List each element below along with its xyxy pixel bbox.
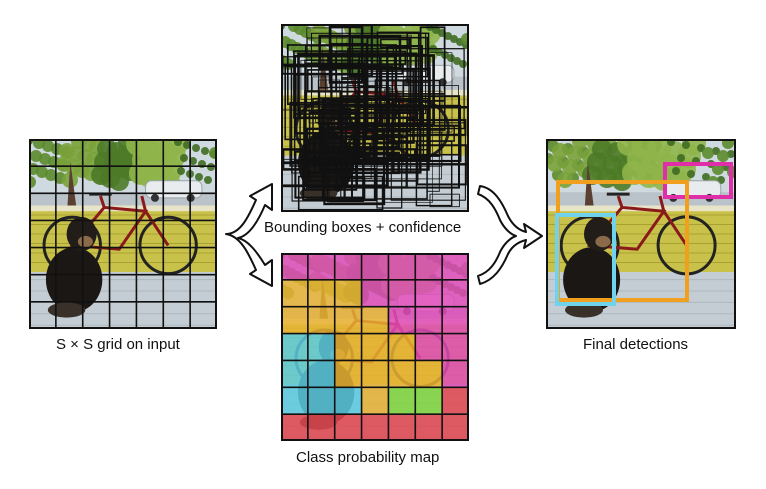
class-cell-red: [307, 414, 335, 441]
class-cell-magenta: [442, 306, 469, 334]
caption-grid-input: S × S grid on input: [56, 336, 180, 353]
bounding-box-overlay: [281, 24, 469, 211]
bounding-box: [306, 69, 337, 93]
class-cell-red: [388, 414, 416, 441]
input-image-panel: [29, 139, 217, 329]
bounding-box: [329, 65, 383, 88]
bounding-box: [289, 101, 335, 167]
class-cell-magenta: [415, 279, 443, 307]
class-cell-magenta: [307, 253, 335, 280]
class-cell-cyan: [307, 387, 335, 415]
bounding-boxes-image: [281, 24, 469, 212]
class-cell-red: [442, 414, 469, 441]
class-cell-magenta: [388, 253, 416, 280]
class-cell-orange: [307, 279, 335, 307]
detection-box-dog: [555, 213, 616, 306]
caption-class-map: Class probability map: [296, 449, 440, 466]
class-cell-orange: [415, 360, 443, 388]
class-cell-orange: [361, 360, 389, 388]
bounding-boxes-panel: [281, 24, 469, 212]
bounding-box: [339, 90, 443, 167]
class-cell-orange: [388, 333, 416, 361]
bounding-box: [386, 45, 423, 126]
class-cell-cyan: [281, 333, 308, 361]
class-cell-cyan: [334, 387, 362, 415]
class-cell-cyan: [281, 387, 308, 415]
class-cell-cyan: [307, 360, 335, 388]
class-cell-magenta: [415, 253, 443, 280]
bounding-box: [308, 111, 419, 182]
bounding-box: [290, 65, 389, 165]
class-cell-cyan: [281, 360, 308, 388]
bounding-box: [321, 167, 378, 202]
class-cell-magenta: [334, 253, 362, 280]
bounding-box: [308, 103, 387, 124]
scene: [29, 139, 217, 329]
class-cell-magenta: [442, 279, 469, 307]
bounding-box: [406, 32, 430, 83]
class-cell-orange: [361, 333, 389, 361]
bounding-box: [380, 38, 410, 49]
class-cell-orange: [388, 360, 416, 388]
class-cell-magenta: [442, 360, 469, 388]
class-cell-red: [361, 414, 389, 441]
class-cell-cyan: [307, 333, 335, 361]
class-cell-green: [388, 387, 416, 415]
bounding-box: [419, 26, 446, 102]
class-cell-orange: [361, 306, 389, 334]
caption-bounding-boxes: Bounding boxes + confidence: [264, 219, 462, 236]
bounding-box: [281, 148, 305, 171]
class-cell-orange: [281, 279, 308, 307]
bounding-box: [349, 148, 417, 161]
final-detections-panel: [546, 139, 736, 329]
class-cell-magenta: [361, 253, 389, 280]
caption-final: Final detections: [583, 336, 689, 353]
class-cell-red: [281, 414, 308, 441]
class-cell-magenta: [415, 306, 443, 334]
class-probability-map-image: [281, 253, 469, 441]
bounding-box: [373, 108, 428, 200]
class-cell-magenta: [361, 279, 389, 307]
class-cell-magenta: [442, 253, 469, 280]
class-color-cells: [281, 253, 469, 441]
class-cell-red: [334, 414, 362, 441]
class-cell-orange: [334, 279, 362, 307]
bounding-box: [335, 148, 349, 188]
class-cell-magenta: [388, 306, 416, 334]
bounding-box: [374, 79, 405, 98]
class-cell-orange: [334, 333, 362, 361]
final-detections-image: [546, 139, 736, 329]
class-cell-orange: [307, 306, 335, 334]
bounding-box: [297, 52, 418, 120]
class-cell-red: [415, 414, 443, 441]
class-cell-orange: [334, 306, 362, 334]
class-cell-orange: [334, 360, 362, 388]
class-cell-magenta: [442, 333, 469, 361]
class-cell-magenta: [415, 333, 443, 361]
input-photo-with-grid: [29, 139, 217, 329]
class-cell-red: [442, 387, 469, 415]
bounding-box: [377, 53, 426, 72]
split-arrow-icon: [225, 183, 273, 287]
class-cell-orange: [361, 387, 389, 415]
bounding-box: [305, 127, 408, 189]
class-map-panel: [281, 253, 469, 441]
grid-overlay: [281, 253, 469, 441]
class-cell-magenta: [388, 279, 416, 307]
merge-arrow-icon: [477, 185, 543, 285]
class-cell-magenta: [281, 253, 308, 280]
class-cell-green: [415, 387, 443, 415]
class-cell-orange: [281, 306, 308, 334]
grid-overlay: [29, 139, 217, 329]
bounding-box: [344, 124, 462, 163]
bounding-box: [375, 68, 415, 144]
bounding-box: [390, 122, 466, 201]
